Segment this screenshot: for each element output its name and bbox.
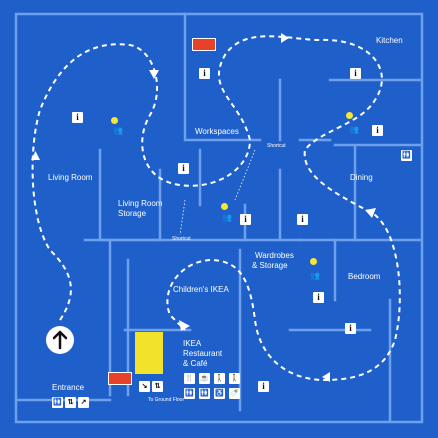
wall-mid: [243, 203, 302, 242]
room-bedroom: Bedroom: [348, 272, 381, 281]
shortcut-top-path: [234, 149, 256, 201]
info-icon[interactable]: [297, 214, 308, 225]
route-arrow-end: [179, 320, 190, 331]
info-icon[interactable]: [72, 112, 83, 123]
room-entrance: Entrance: [52, 383, 85, 392]
restaurant-icon: 🚶: [229, 373, 240, 384]
people-icon: 👥: [310, 271, 320, 280]
up-arrow-glyph: [52, 330, 68, 350]
info-icon[interactable]: [345, 323, 356, 334]
room-wardrobes-line2: & Storage: [252, 261, 288, 270]
route-arrow-down: [149, 70, 159, 79]
room-living-room: Living Room: [48, 173, 93, 182]
info-icon[interactable]: [240, 214, 251, 225]
location-pin-icon: [221, 203, 228, 210]
room-workspaces: Workspaces: [195, 127, 239, 136]
location-pin-icon: [310, 258, 317, 265]
info-icon[interactable]: [178, 163, 189, 174]
to-ground-floor-label: To Ground Floor: [148, 397, 185, 403]
outer-wall: [14, 12, 424, 424]
room-restaurant-line2: Restaurant: [183, 349, 223, 358]
stairs-icon: ↘: [139, 381, 150, 392]
baby-icon: 🍼: [229, 388, 240, 399]
restaurant-icon: 🚶: [214, 373, 225, 384]
room-living-room-storage-line2: Storage: [118, 209, 147, 218]
room-restaurant-line1: IKEA: [183, 339, 202, 348]
route-arrow-up: [31, 151, 40, 160]
family-badge-icon: [108, 372, 132, 385]
people-icon: 👥: [349, 125, 359, 134]
toilets-icon: 🚻: [52, 397, 63, 408]
up-arrow-icon[interactable]: [46, 326, 74, 354]
info-icon[interactable]: [350, 68, 361, 79]
room-living-room-storage-line1: Living Room: [118, 199, 163, 208]
wall-living: [98, 148, 162, 242]
people-icon: 👥: [113, 126, 123, 135]
shortcut-label-middle: Shortcut: [172, 236, 191, 242]
info-icon[interactable]: [199, 68, 210, 79]
shortcut-middle-path: [179, 199, 186, 236]
restaurant-icon: 🍴: [184, 373, 195, 384]
restaurant-icon: ☕: [199, 373, 210, 384]
info-icon[interactable]: [313, 292, 324, 303]
stairs-icon: ↗: [78, 397, 89, 408]
route-arrow-right: [281, 33, 289, 43]
info-icon[interactable]: [372, 125, 383, 136]
wall-workspaces: [183, 12, 262, 142]
toilets-icon: 🚻: [199, 388, 210, 399]
room-wardrobes-line1: Wardrobes: [255, 251, 294, 260]
accessible-icon: ♿: [214, 388, 225, 399]
info-icon[interactable]: [258, 381, 269, 392]
room-kitchen: Kitchen: [376, 36, 403, 45]
shortcut-label-top: Shortcut: [267, 143, 286, 149]
room-restaurant-line3: & Café: [183, 359, 208, 368]
elevator-icon: ⇅: [152, 381, 163, 392]
room-dining: Dining: [350, 173, 373, 182]
location-pin-icon: [346, 112, 353, 119]
people-icon: 👥: [222, 213, 232, 222]
route-arrow-left: [322, 372, 330, 382]
route-arrow-down-right: [365, 208, 376, 218]
location-pin-icon: [111, 117, 118, 124]
elevator-icon: ⇅: [65, 397, 76, 408]
room-childrens-ikea: Children's IKEA: [173, 285, 229, 294]
restaurant-notice-card: [135, 332, 163, 374]
family-badge-icon: [192, 38, 216, 51]
toilets-icon: 🚻: [184, 388, 195, 399]
toilets-icon: 🚻: [401, 150, 412, 161]
